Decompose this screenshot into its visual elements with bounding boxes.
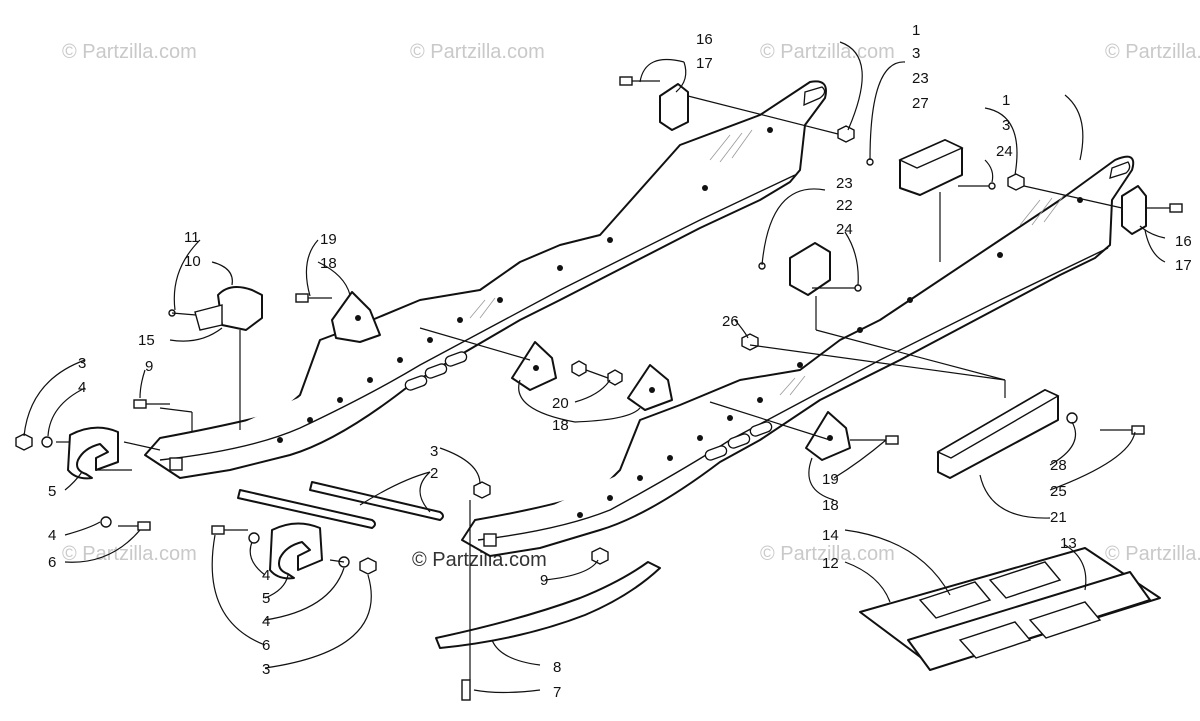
mount-bracket-center-2	[627, 364, 673, 411]
end-cap-left	[659, 83, 689, 131]
callout: 23	[836, 175, 853, 192]
idler-wheel-left	[67, 426, 119, 480]
callout: 10	[184, 253, 201, 270]
callout-labels: 16 17 1 3 23 27 1 3 24 16 17 23 22 24 11…	[48, 22, 1192, 701]
stop-block-front-left	[194, 285, 263, 331]
callout: 9	[145, 358, 153, 375]
callout: 3	[1002, 117, 1010, 134]
center-watermark: © Partzilla.com	[412, 549, 547, 571]
callout: 18	[320, 255, 337, 272]
callout: 4	[78, 379, 86, 396]
callout: 4	[48, 527, 56, 544]
callout: 16	[696, 31, 713, 48]
watermark: © Partzilla.com	[760, 543, 895, 565]
callout: 19	[822, 471, 839, 488]
watermark: © Partzilla.com	[62, 41, 197, 63]
callout: 1	[1002, 92, 1010, 109]
callout: 2	[430, 465, 438, 482]
callout: 6	[262, 637, 270, 654]
callout: 1	[912, 22, 920, 39]
callout: 14	[822, 527, 839, 544]
stop-block-mid	[789, 242, 831, 296]
mount-bracket-right	[805, 411, 851, 461]
callout: 23	[912, 70, 929, 87]
callout: 18	[552, 417, 569, 434]
callout: 5	[262, 590, 270, 607]
callout: 20	[552, 395, 569, 412]
callout: 5	[48, 483, 56, 500]
wear-strip	[435, 561, 661, 649]
callout: 4	[262, 567, 270, 584]
callout: 24	[836, 221, 853, 238]
callout-leaders	[23, 41, 1166, 694]
callout: 27	[912, 95, 929, 112]
callout: 22	[836, 197, 853, 214]
callout: 18	[822, 497, 839, 514]
callout: 19	[320, 231, 337, 248]
callout: 12	[822, 555, 839, 572]
stop-block-rear	[898, 139, 964, 196]
mount-bracket-left	[331, 291, 381, 343]
callout: 3	[262, 661, 270, 678]
callout: 3	[430, 443, 438, 460]
idler-wheel-right	[269, 522, 323, 580]
callout: 7	[553, 684, 561, 701]
callout: 16	[1175, 233, 1192, 250]
callout: 15	[138, 332, 155, 349]
callout: 3	[78, 355, 86, 372]
callout: 6	[48, 554, 56, 571]
callout: 17	[696, 55, 713, 72]
watermark: © Partzilla.com	[760, 41, 895, 63]
callout: 25	[1050, 483, 1067, 500]
mount-bracket-center	[511, 341, 557, 391]
callout: 28	[1050, 457, 1067, 474]
watermark: © Partzilla.com	[1105, 543, 1200, 565]
callout: 4	[262, 613, 270, 630]
assembly-lines	[56, 95, 1123, 680]
shock-mount-bar	[936, 389, 1060, 479]
callout: 3	[912, 45, 920, 62]
end-cap-right	[1121, 185, 1147, 235]
callout: 9	[540, 572, 548, 589]
track-section	[859, 547, 1161, 671]
right-slide-rail	[461, 155, 1135, 557]
callout: 24	[996, 143, 1013, 160]
callout: 21	[1050, 509, 1067, 526]
callout: 8	[553, 659, 561, 676]
callout: 11	[184, 229, 200, 246]
callout: 13	[1060, 535, 1077, 552]
cross-shafts	[237, 481, 444, 529]
watermark-layer: © Partzilla.com © Partzilla.com © Partzi…	[62, 41, 1200, 571]
callout: 17	[1175, 257, 1192, 274]
left-slide-rail	[144, 80, 827, 479]
watermark: © Partzilla.com	[410, 41, 545, 63]
callout: 26	[722, 313, 739, 330]
watermark: © Partzilla.com	[1105, 41, 1200, 63]
